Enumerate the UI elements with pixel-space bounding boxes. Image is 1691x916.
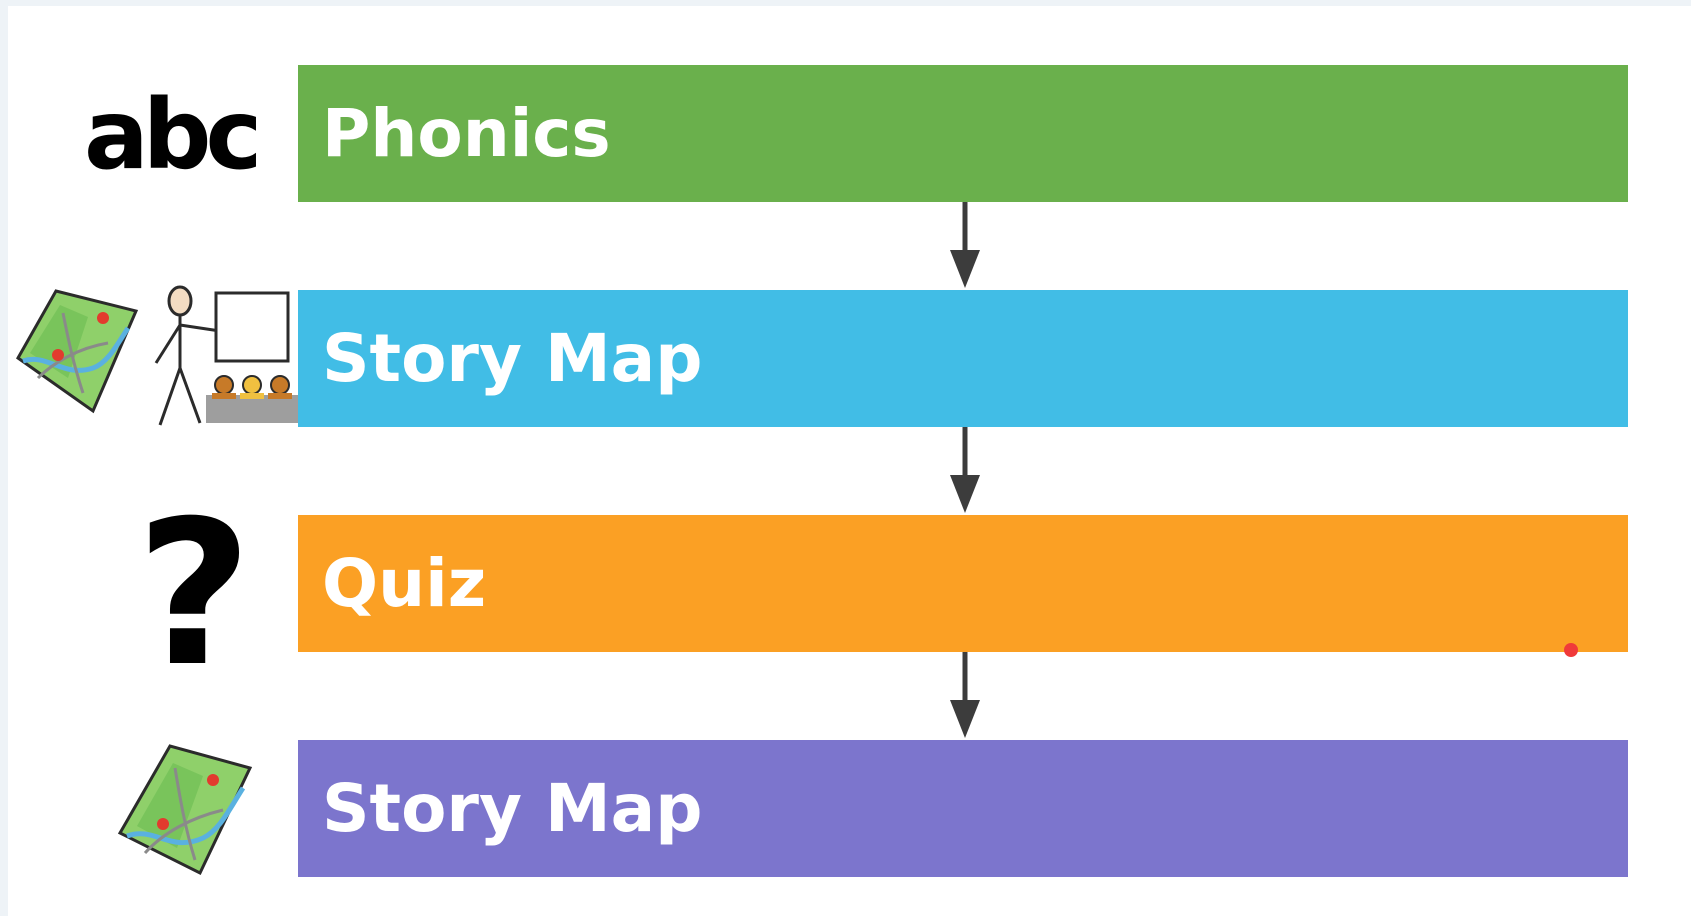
down-arrow-icon (950, 202, 980, 288)
teacher-icon (154, 285, 298, 426)
step-quiz: Quiz (298, 515, 1628, 652)
down-arrow-icon (950, 652, 980, 738)
step-story-map: Story Map (298, 290, 1628, 427)
laser-pointer-dot (1564, 643, 1578, 657)
left-border (0, 0, 8, 916)
step-label: Quiz (322, 545, 487, 622)
map-icon (117, 744, 253, 876)
step-label: Story Map (322, 320, 703, 397)
top-border (0, 0, 1691, 6)
step-story-map-final: Story Map (298, 740, 1628, 877)
step-phonics: Phonics (298, 65, 1628, 202)
abc-icon: abc (84, 79, 262, 191)
down-arrow-icon (950, 427, 980, 513)
question-mark-icon: ? (136, 478, 253, 711)
step-label: Phonics (322, 95, 611, 172)
map-icon (16, 289, 139, 414)
step-label: Story Map (322, 770, 703, 847)
